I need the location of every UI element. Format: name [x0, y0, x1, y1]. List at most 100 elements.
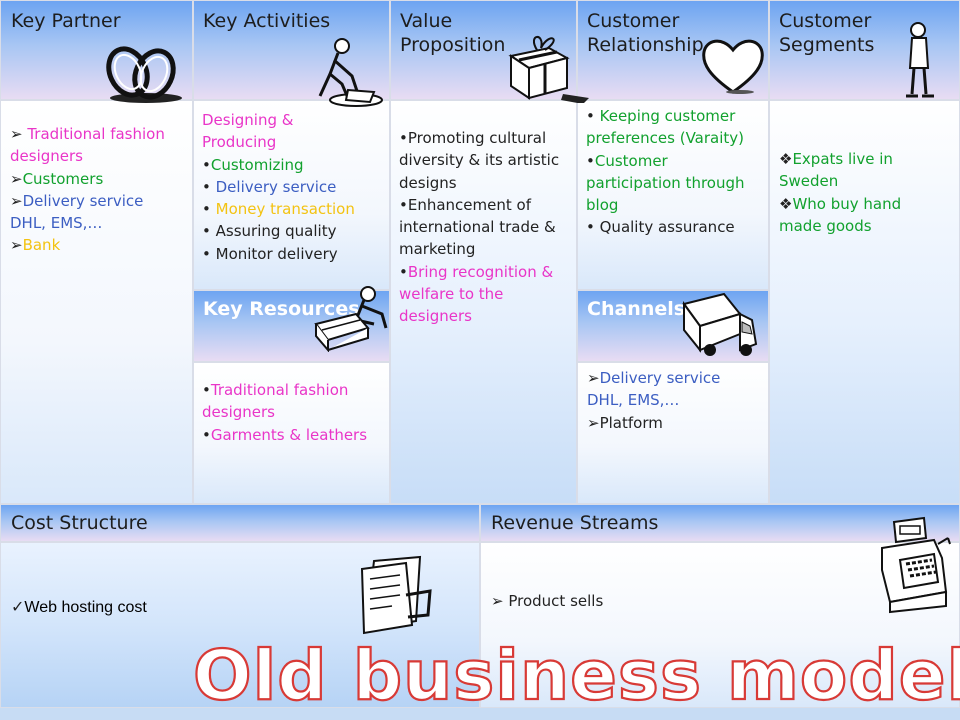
header-line: Key Partner	[11, 10, 121, 32]
list-item-text: Bring recognition &	[407, 262, 554, 281]
list-item-text: Designing &	[202, 111, 294, 129]
bottom-band	[0, 708, 960, 720]
list-item-text: international trade &	[399, 218, 556, 237]
header-line: Revenue Streams	[491, 512, 659, 534]
list-item: •Customer	[586, 150, 745, 172]
bullet-marker: ➢	[491, 592, 504, 610]
list-item: DHL, EMS,…	[587, 389, 720, 411]
list-item-text: participation through	[586, 173, 745, 192]
header-line: Channels	[587, 298, 686, 320]
list-item: blog	[586, 194, 745, 216]
list-item-text: made goods	[779, 216, 872, 235]
list-item-text: Traditional fashion	[210, 381, 349, 399]
list-item-text: Delivery service	[599, 369, 721, 387]
slide-title: Old business model	[192, 635, 960, 717]
list-item: ➢Bank	[10, 234, 165, 256]
list-item-text: Traditional fashion	[22, 125, 165, 143]
chain-links-icon	[106, 46, 182, 103]
list-item: ❖Expats live in	[779, 148, 901, 170]
standing-person-icon	[906, 22, 934, 98]
list-item-text: Delivery service	[22, 191, 144, 210]
heart-icon	[702, 39, 764, 94]
list-item: ✓Web hosting cost	[11, 597, 147, 619]
list-item: • Monitor delivery	[202, 243, 355, 265]
list-item: participation through	[586, 172, 745, 194]
list-item-text: Money transaction	[210, 200, 355, 219]
bullet-marker: ✓	[11, 599, 25, 616]
key-activities-body: Designing &Producing•Customizing• Delive…	[193, 100, 390, 290]
list-item-text: welfare to the	[399, 285, 504, 304]
list-item: DHL, EMS,…	[10, 212, 165, 234]
key-activities-header: Key Activities	[193, 0, 390, 100]
list-item-text: Expats live in	[792, 150, 893, 168]
list-item: made goods	[779, 215, 901, 237]
bullet-marker: ➢	[587, 369, 600, 387]
channels-title: Channels	[587, 297, 685, 321]
list-item: • Delivery service	[202, 176, 355, 198]
list-item: preferences (Varaity)	[586, 127, 745, 149]
cash-register-icon	[881, 516, 951, 614]
revenue-streams-list: ➢ Product sells	[491, 590, 603, 612]
list-item: •Garments & leathers	[202, 424, 367, 446]
list-item-text: DHL, EMS,…	[10, 214, 103, 233]
bullet-marker: •	[586, 218, 595, 237]
revenue-streams-body: ➢ Product sells	[480, 542, 960, 708]
list-item-text: designers	[202, 403, 275, 422]
list-item-text: Web hosting cost	[24, 599, 147, 616]
header-line: Relationship	[587, 34, 704, 56]
list-item-text: DHL, EMS,…	[587, 391, 680, 410]
bullet-marker: ❖	[779, 194, 793, 213]
list-item-text: Promoting cultural	[407, 129, 547, 147]
list-item: marketing	[399, 238, 559, 260]
list-item-text: Producing	[202, 133, 277, 152]
list-item-text: Garments & leathers	[210, 425, 368, 444]
bullet-marker: •	[202, 222, 211, 241]
header-line: Segments	[779, 34, 875, 56]
list-item: ➢ Traditional fashion	[10, 123, 165, 145]
list-item-text: Sweden	[779, 172, 839, 191]
list-item: ➢Customers	[10, 168, 165, 190]
cost-structure-header: Cost Structure	[0, 504, 480, 542]
cost-structure-title: Cost Structure	[11, 511, 148, 535]
list-item: • Assuring quality	[202, 220, 355, 242]
list-item-text: Who buy hand	[792, 194, 902, 213]
bullet-marker: •	[399, 129, 408, 147]
list-item: designs	[399, 172, 559, 194]
list-item: Sweden	[779, 170, 901, 192]
list-item: ❖Who buy hand	[779, 193, 901, 215]
list-item-text: marketing	[399, 240, 476, 259]
bullet-marker: •	[202, 425, 211, 444]
list-item-text: Product sells	[503, 592, 604, 610]
bullet-marker: •	[202, 177, 211, 196]
bullet-marker: •	[586, 107, 595, 125]
list-item-text: preferences (Varaity)	[586, 129, 745, 148]
revenue-streams-title: Revenue Streams	[491, 511, 658, 535]
list-item: designers	[202, 401, 367, 423]
list-item-text: Keeping customer	[594, 107, 736, 125]
list-item-text: Platform	[599, 413, 663, 432]
list-item-text: Assuring quality	[210, 222, 337, 241]
header-line: Key Activities	[203, 10, 331, 32]
list-item: • Money transaction	[202, 198, 355, 220]
header-line: Key Resources	[203, 298, 360, 320]
list-item-text: Bank	[22, 236, 61, 255]
bullet-marker: •	[202, 381, 211, 399]
list-item-text: Customer	[594, 151, 668, 170]
bullet-marker: ➢	[10, 169, 23, 188]
list-item: •Promoting cultural	[399, 127, 559, 149]
list-item-text: designs	[399, 173, 457, 192]
